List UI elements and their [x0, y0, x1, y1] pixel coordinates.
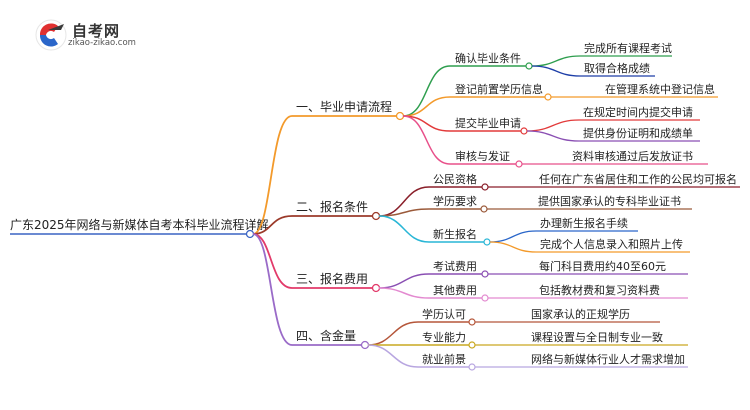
- branch-1-dot: [395, 111, 405, 121]
- root-connector-dot: [245, 229, 255, 239]
- root-node: 广东2025年网络与新媒体自考本科毕业流程详解: [10, 217, 269, 239]
- node-4-2: 专业能力: [422, 330, 466, 344]
- node-2-3: 新生报名: [433, 227, 477, 241]
- node-4-1: 学历认可: [422, 307, 466, 321]
- leaf-2-2-1: 提供国家承认的专科毕业证书: [538, 194, 681, 208]
- branch-2-dot: [371, 211, 381, 221]
- branch-1: 一、毕业申请流程 确认毕业条件 完成所有课程考试 取得合格成绩 登记前置学历信息…: [252, 41, 718, 235]
- node-3-2: 其他费用: [433, 284, 477, 297]
- node-4-2-dot: [468, 341, 476, 349]
- edge-4-1: [367, 321, 469, 346]
- branch-1-label: 一、毕业申请流程: [296, 99, 392, 114]
- edge-1-3-1: [526, 119, 700, 132]
- node-2-1-dot: [481, 183, 489, 191]
- branch-4-edge: [252, 233, 362, 346]
- node-1-3-dot: [520, 127, 528, 135]
- node-4-1-dot: [468, 318, 476, 326]
- leaf-1-1-1: 完成所有课程考试: [584, 41, 672, 55]
- leaf-2-3-1: 办理新生报名手续: [540, 216, 628, 230]
- branch-4-dot: [360, 340, 370, 350]
- branch-2-edge: [252, 215, 373, 235]
- edge-1-2: [402, 96, 545, 117]
- edge-4-3: [367, 344, 469, 368]
- root-label: 广东2025年网络与新媒体自考本科毕业流程详解: [10, 217, 269, 232]
- node-1-2: 登记前置学历信息: [455, 82, 543, 96]
- branch-4: 四、含金量 学历认可 国家承认的正规学历 专业能力 课程设置与全日制专业一致 就…: [252, 233, 688, 371]
- node-1-1: 确认毕业条件: [455, 51, 521, 65]
- edge-3-2: [378, 287, 482, 299]
- leaf-1-1-2: 取得合格成绩: [584, 61, 650, 75]
- leaf-2-3-2: 完成个人信息录入和照片上传: [540, 237, 683, 251]
- branch-2: 二、报名条件 公民资格 任何在广东省居住和工作的公民均可报名 学历要求 提供国家…: [252, 172, 740, 253]
- branch-1-edge: [252, 115, 397, 235]
- leaf-4-2-1: 课程设置与全日制专业一致: [531, 330, 663, 344]
- edge-2-3-2: [489, 241, 690, 253]
- logo-url: zikao-zikao.com: [68, 38, 136, 48]
- node-1-4-dot: [515, 160, 523, 168]
- site-logo[interactable]: 自考网 zikao-zikao.com: [34, 18, 144, 52]
- branch-3-label: 三、报名费用: [296, 271, 368, 286]
- branch-2-label: 二、报名条件: [296, 199, 368, 214]
- node-2-1: 公民资格: [433, 172, 477, 186]
- leaf-4-3-1: 网络与新媒体行业人才需求增加: [531, 352, 685, 366]
- node-4-3-dot: [468, 363, 476, 371]
- node-3-1: 考试费用: [433, 260, 477, 273]
- leaf-4-1-1: 国家承认的正规学历: [531, 307, 630, 321]
- node-3-1-dot: [481, 270, 489, 278]
- edge-2-3-1: [489, 230, 638, 243]
- edge-1-1: [402, 65, 526, 117]
- node-2-2: 学历要求: [433, 194, 477, 208]
- branch-4-label: 四、含金量: [296, 328, 356, 343]
- leaf-1-3-1: 在规定时间内提交申请: [583, 105, 693, 119]
- branch-3-edge: [252, 233, 373, 289]
- leaf-3-2-1: 包括教材费和复习资料费: [539, 283, 660, 297]
- node-2-2-dot: [480, 205, 488, 213]
- edge-1-3-2: [526, 130, 700, 142]
- edge-1-1-1: [531, 55, 672, 67]
- edge-1-4: [402, 115, 516, 165]
- edge-2-2: [378, 208, 481, 217]
- node-1-4: 审核与发证: [455, 149, 510, 163]
- leaf-1-3-2: 提供身份证明和成绩单: [583, 126, 693, 140]
- edge-1-3: [402, 115, 521, 132]
- leaf-1-2-1: 在管理系统中登记信息: [605, 82, 715, 96]
- edge-3-1: [378, 273, 482, 289]
- logo-title: 自考网: [72, 22, 121, 40]
- node-2-3-dot: [483, 238, 491, 246]
- node-1-2-dot: [544, 93, 552, 101]
- node-3-2-dot: [481, 294, 489, 302]
- leaf-2-1-1: 任何在广东省居住和工作的公民均可报名: [539, 172, 737, 186]
- node-1-3: 提交毕业申请: [455, 116, 521, 130]
- node-4-3: 就业前景: [422, 352, 466, 366]
- branch-3-dot: [371, 283, 381, 293]
- branch-3: 三、报名费用 考试费用 每门科目费用约40至60元 其他费用 包括教材费和复习资…: [252, 233, 688, 302]
- edge-1-1-2: [531, 65, 655, 77]
- leaf-1-4-1: 资料审核通过后发放证书: [572, 149, 693, 163]
- leaf-3-1-1: 每门科目费用约40至60元: [539, 259, 666, 273]
- node-1-1-dot: [525, 62, 533, 70]
- logo-mark-icon: [35, 19, 67, 51]
- edge-2-3: [378, 215, 484, 243]
